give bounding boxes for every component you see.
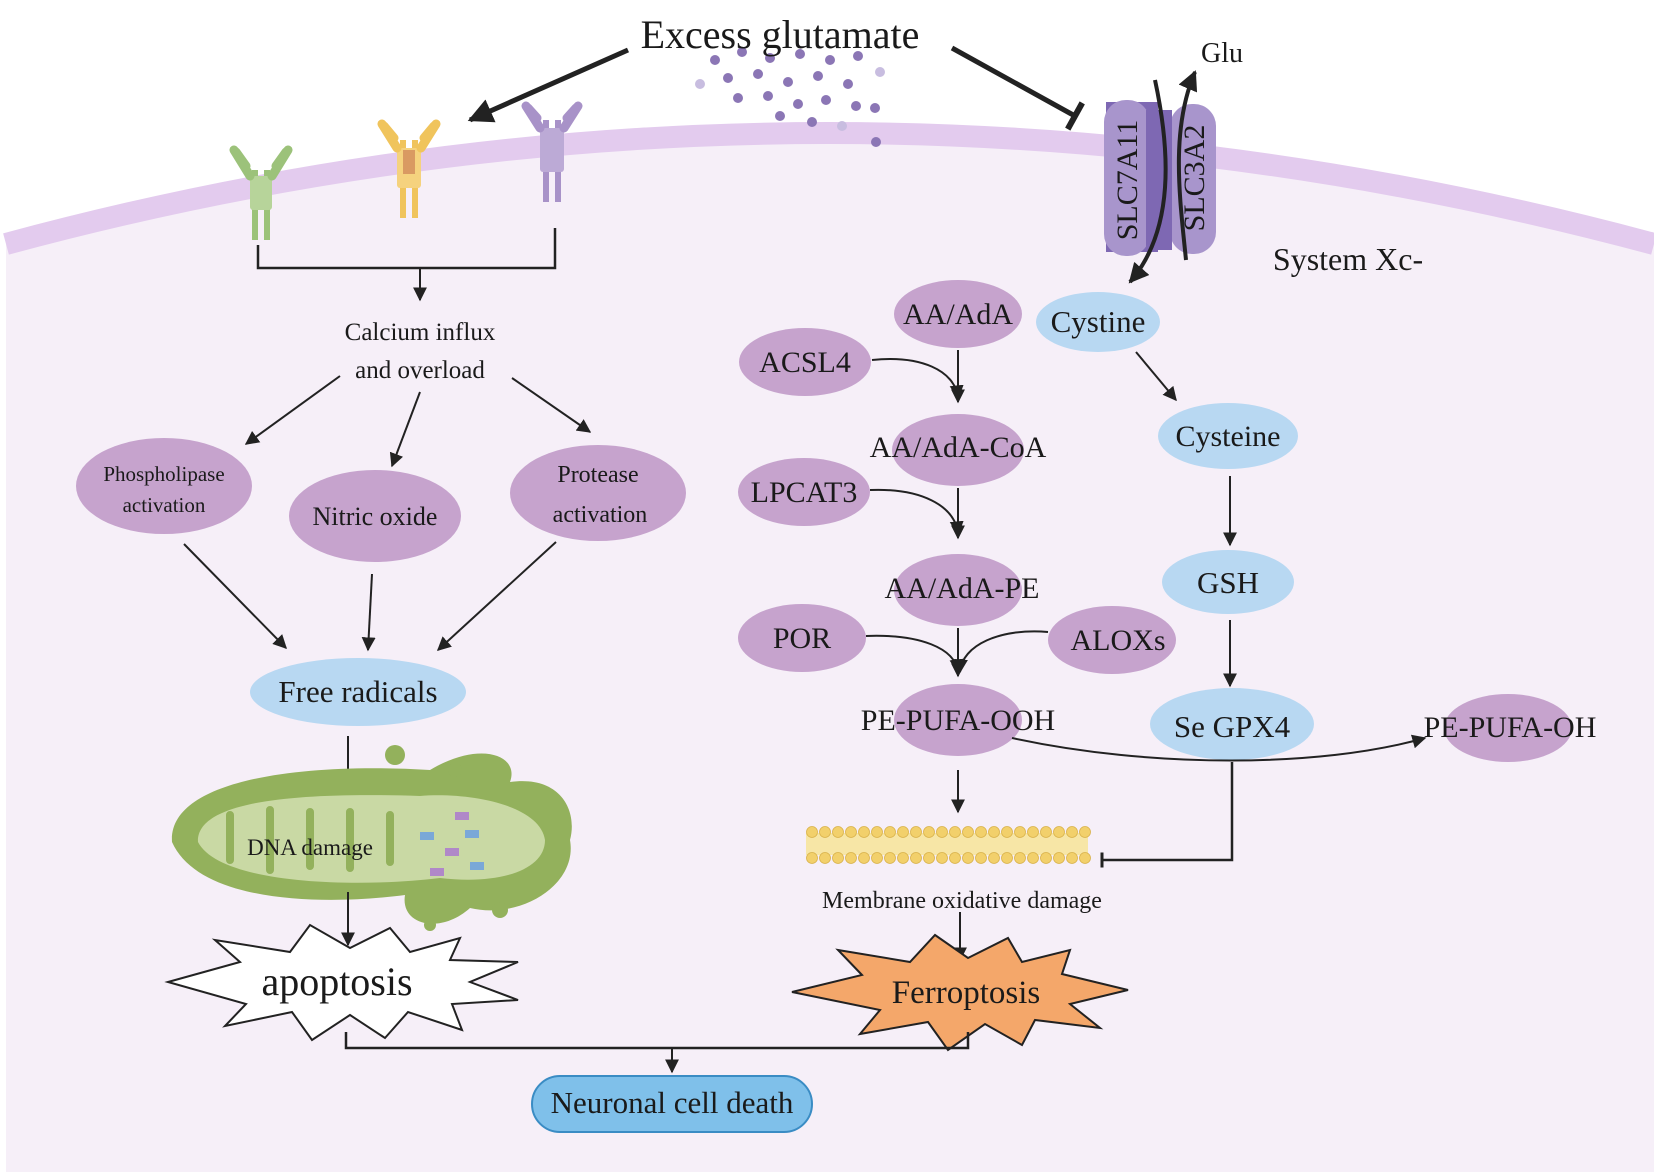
pe-pufa-oh-label: PE-PUFA-OH [1424,711,1597,744]
lipid-bilayer [806,826,1091,864]
por-label: POR [773,622,831,655]
lpcat3-node [738,458,870,526]
mitochondrion [171,745,572,931]
glu-label: Glu [1201,38,1243,69]
phospholipase-label-2: activation [123,493,206,517]
ferroptosis-burst [791,933,1129,1052]
aloxs-label: ALOXs [1071,624,1166,657]
arrow-nitric-oxide-to-free-radicals [361,573,376,652]
pe-pufa-ooh-label: PE-PUFA-OOH [861,704,1055,737]
gsh-label: GSH [1197,565,1259,600]
aloxs-node [1048,606,1176,674]
pe-pufa-ooh-node [894,684,1022,756]
glutamate-molecules [695,47,885,147]
arrow-protease-to-free-radicals [436,541,557,651]
acsl4-label: ACSL4 [759,346,851,379]
apoptosis-burst [164,923,519,1042]
nitric-oxide-label: Nitric oxide [313,502,438,531]
protease-label-2: activation [553,502,648,528]
inhibit-gpx4-to-membrane [1100,762,1234,868]
phospholipase-node [76,438,252,534]
arrow-cystine-to-cysteine [1135,351,1177,402]
cystine-node [1036,292,1160,352]
aa-ada-node [894,280,1022,348]
pe-pufa-oh-node [1444,694,1572,762]
dna-damage-label: DNA damage [247,835,373,860]
glu-export-arrow [1176,70,1198,261]
receptor-purple [521,101,583,202]
nitric-oxide-node [289,470,461,562]
neuronal-death-node [531,1075,813,1133]
cystine-import-arrow [1128,79,1168,284]
aa-ada-label: AA/AdA [903,298,1013,331]
acsl4-node [739,328,871,396]
arrow-ooh-to-oh [1011,734,1427,762]
death-bracket [344,1032,970,1050]
slc7a11-label: SLC7A11 [1111,120,1144,241]
arrow-glutamate-to-receptors [467,47,630,123]
calcium-influx-label: Calcium influx [345,319,496,346]
membrane-damage-label: Membrane oxidative damage [822,888,1102,914]
cysteine-label: Cysteine [1176,420,1281,453]
protease-label-1: Protease [557,462,638,488]
aloxs-catalysis-arc [953,630,1049,674]
por-node [738,604,866,672]
acsl4-catalysis-arc [871,358,964,400]
aa-ada-pe-node [894,554,1022,626]
free-radicals-label: Free radicals [278,674,437,709]
aa-ada-coa-node [892,414,1024,486]
se-gpx4-node [1150,688,1314,760]
cystine-label: Cystine [1051,304,1146,339]
apoptosis-label: apoptosis [261,959,412,1004]
arrow-calcium-to-phospholipase [244,375,341,445]
phospholipase-label-1: Phospholipase [103,462,224,486]
neuronal-death-label: Neuronal cell death [551,1085,794,1120]
ferroptosis-label: Ferroptosis [892,975,1041,1011]
gsh-node [1162,550,1294,614]
protease-node [510,445,686,541]
lpcat3-catalysis-arc [869,488,964,536]
arrow-calcium-to-protease [511,377,592,433]
free-radicals-node [250,658,466,726]
arrow-calcium-to-nitric-oxide [389,391,421,468]
calcium-overload-label: and overload [355,357,485,384]
lpcat3-label: LPCAT3 [751,476,858,509]
cysteine-node [1158,403,1298,469]
receptor-yellow [377,119,441,218]
diagram-title: Excess glutamate [641,12,920,57]
se-gpx4-label: Se GPX4 [1174,709,1291,744]
system-xc-label: System Xc- [1273,241,1423,277]
inhibit-glutamate-to-system-xc [950,45,1085,131]
receptor-bracket [256,228,557,270]
receptor-green [229,145,293,240]
aa-ada-pe-label: AA/AdA-PE [885,572,1040,605]
arrow-phospholipase-to-free-radicals [183,543,287,649]
aa-ada-coa-label: AA/AdA-CoA [870,431,1047,464]
